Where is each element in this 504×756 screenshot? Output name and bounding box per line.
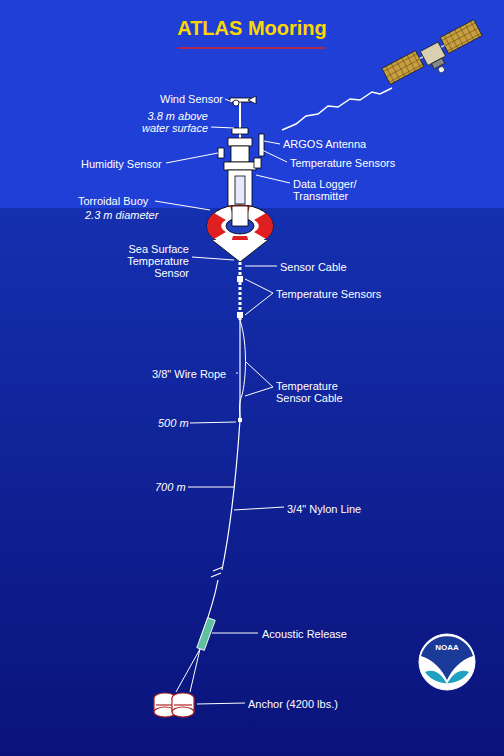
sky <box>0 0 504 208</box>
part-label: Data Logger/ Transmitter <box>293 178 363 202</box>
part-label: Humidity Sensor <box>81 158 162 170</box>
part-label: 3/8" Wire Rope <box>152 368 226 380</box>
diagram-title: ATLAS Mooring <box>0 16 504 40</box>
nylon-line <box>200 420 240 640</box>
part-label: 3/4" Nylon Line <box>287 503 361 515</box>
temperature-sensor-cable <box>240 320 246 420</box>
part-label: Temperature Sensor Cable <box>276 380 366 404</box>
part-label: Sensor Cable <box>280 261 347 273</box>
part-label: Anchor (4200 lbs.) <box>248 698 338 710</box>
noaa-logo <box>419 634 475 690</box>
part-label: 500 m <box>158 417 189 429</box>
toroidal-buoy <box>207 205 273 262</box>
title-underline <box>178 47 326 49</box>
part-label: Temperature Sensors <box>276 288 381 300</box>
part-label: 2.3 m diameter <box>85 209 158 221</box>
satellite <box>382 20 489 97</box>
part-label: ARGOS Antenna <box>283 138 366 150</box>
buoy-tower <box>218 96 264 206</box>
part-label: 700 m <box>155 481 186 493</box>
leader-lines <box>155 99 290 704</box>
part-label: Wind Sensor <box>160 93 223 105</box>
acoustic-release <box>197 618 215 651</box>
part-label: Torroidal Buoy <box>78 195 148 207</box>
temperature-sensors <box>237 276 243 318</box>
radio-signal <box>282 88 392 130</box>
part-label: Sea Surface Temperature Sensor <box>117 243 189 279</box>
part-label: Acoustic Release <box>262 628 347 640</box>
logo-text: NOAA <box>427 642 467 654</box>
sensor-chain <box>239 262 242 320</box>
anchor <box>154 693 194 717</box>
ocean <box>0 208 504 756</box>
break-mark <box>211 567 223 577</box>
part-label: Temperature Sensors <box>290 157 395 169</box>
part-label: 3.8 m above water surface <box>133 110 208 134</box>
